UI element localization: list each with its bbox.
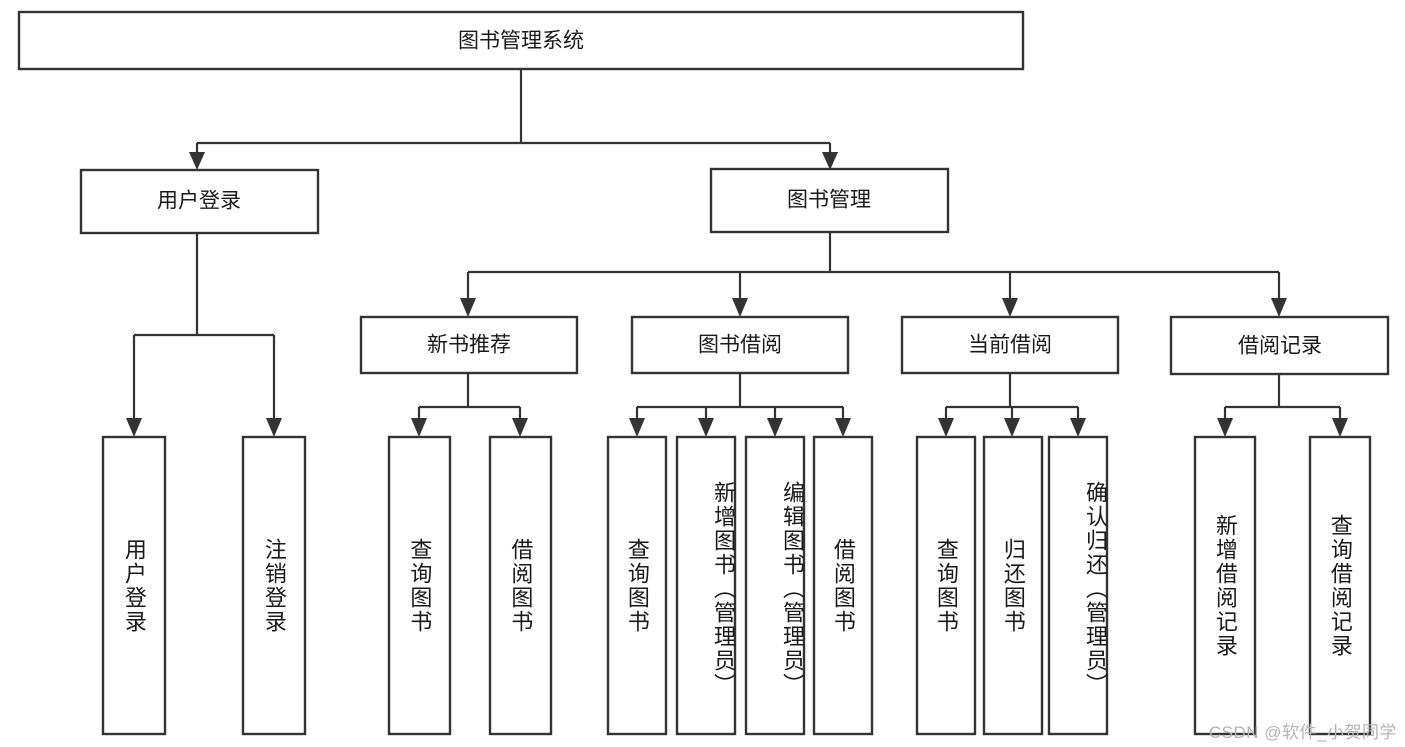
arrow-leaf-return-book <box>1004 418 1020 437</box>
node-book-borrow[interactable]: 图书借阅 <box>630 315 850 375</box>
node-borrow-record-label: 借阅记录 <box>1238 335 1322 358</box>
arrow-user-login <box>189 152 205 170</box>
node-user-login[interactable]: 用户登录 <box>79 168 320 235</box>
leaf-box-confirm-return[interactable] <box>1047 435 1109 736</box>
arrow-leaf-query-book-3 <box>938 418 954 437</box>
leaf-box-add-record[interactable] <box>1193 435 1257 736</box>
leaf-box-borrow-book-2[interactable] <box>812 435 874 736</box>
node-user-login-box[interactable] <box>79 168 320 235</box>
node-root-label: 图书管理系统 <box>458 30 584 53</box>
leaf-box-logout[interactable] <box>241 435 307 736</box>
arrow-leaf-user-login <box>126 418 142 437</box>
arrow-leaf-borrow-book-2 <box>835 418 851 437</box>
arrow-leaf-add-book <box>698 418 714 437</box>
node-new-book-recommend[interactable]: 新书推荐 <box>359 315 579 375</box>
node-borrow-record[interactable]: 借阅记录 <box>1169 315 1390 376</box>
connector-group-new-book-recommend <box>411 373 528 437</box>
arrow-book-manage <box>822 152 838 170</box>
leaf-box-return-book[interactable] <box>982 435 1044 736</box>
arrow-borrow-record <box>1271 298 1287 317</box>
leaf-box-borrow-book-1[interactable] <box>488 435 553 736</box>
arrow-current-borrow <box>1002 298 1018 317</box>
connector-group-book-borrow <box>629 373 851 437</box>
node-root-box[interactable] <box>17 10 1025 71</box>
connector-group-borrow-record <box>1217 374 1348 437</box>
arrow-leaf-add-record <box>1217 418 1233 437</box>
node-root[interactable]: 图书管理系统 <box>17 10 1025 71</box>
node-book-manage-box[interactable] <box>709 167 950 234</box>
node-current-borrow[interactable]: 当前借阅 <box>900 315 1120 375</box>
node-user-login-label: 用户登录 <box>157 190 241 213</box>
node-current-borrow-box[interactable] <box>900 315 1120 375</box>
arrow-leaf-query-record <box>1332 418 1348 437</box>
arrow-leaf-logout <box>266 418 282 437</box>
node-book-borrow-label: 图书借阅 <box>698 334 782 357</box>
arrow-leaf-edit-book <box>767 418 783 437</box>
leaf-box-query-book-2[interactable] <box>606 435 668 736</box>
arrow-new-book-recommend <box>460 298 476 317</box>
watermark-text: CSDN @软件_小贺同学 <box>1208 723 1397 742</box>
leaf-box-add-book[interactable] <box>675 435 737 736</box>
connector-group-user-login <box>126 233 282 437</box>
leaf-box-query-record[interactable] <box>1308 435 1372 736</box>
arrow-leaf-query-book-2 <box>629 418 645 437</box>
node-book-manage-label: 图书管理 <box>787 189 871 212</box>
node-current-borrow-label: 当前借阅 <box>968 334 1052 357</box>
arrow-leaf-confirm-return <box>1070 418 1086 437</box>
node-new-book-recommend-box[interactable] <box>359 315 579 375</box>
node-borrow-record-box[interactable] <box>1169 315 1390 376</box>
connector-group-book-manage <box>460 232 1287 317</box>
node-book-manage[interactable]: 图书管理 <box>709 167 950 234</box>
node-new-book-recommend-label: 新书推荐 <box>427 334 511 357</box>
leaf-box-query-book-3[interactable] <box>915 435 977 736</box>
node-book-borrow-box[interactable] <box>630 315 850 375</box>
arrow-leaf-query-book-1 <box>411 418 427 437</box>
leaf-box-user-login[interactable] <box>101 435 167 736</box>
leaf-box-query-book-1[interactable] <box>387 435 452 736</box>
connector-group-current-borrow <box>938 373 1086 437</box>
connector-group-root <box>189 69 838 170</box>
leaf-boxes <box>101 435 1372 736</box>
leaf-box-edit-book[interactable] <box>744 435 806 736</box>
arrow-leaf-borrow-book-1 <box>512 418 528 437</box>
arrow-book-borrow <box>732 298 748 317</box>
